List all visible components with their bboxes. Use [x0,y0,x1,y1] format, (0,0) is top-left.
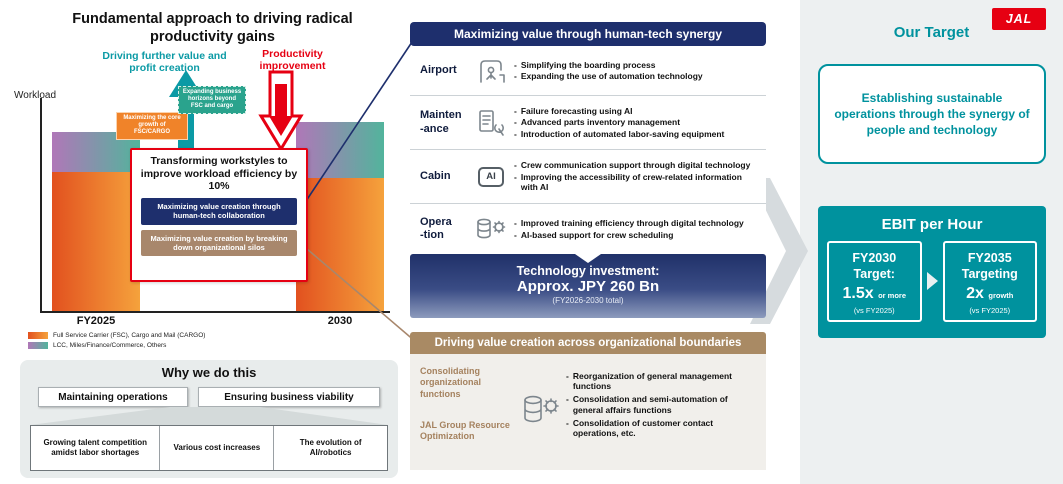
bullet: Improved training efficiency through dig… [514,218,758,228]
workstyle-callout: Transforming workstyles to improve workl… [130,148,308,282]
ebit-panel: EBIT per Hour FY2030 Target: 1.5x or mor… [818,206,1046,338]
investment-amount: Approx. JPY 260 Bn [516,278,660,295]
fy2035-suffix: growth [988,290,1014,300]
row-operation: Opera -tion Improved training efficiency… [410,204,766,254]
bullet: Consolidation of customer contact operat… [566,418,760,438]
bar-fy2025-fsc [52,172,140,311]
legend-swatch-lcc [28,342,48,349]
maintenance-icon [468,108,514,138]
bar-2030-lcc [296,122,384,178]
bar-2030-fsc [296,178,384,311]
driver-talent-competition: Growing talent competition amidst labor … [31,426,161,470]
bullet: Expanding the use of automation technolo… [514,71,758,81]
x-axis [40,311,390,313]
synergy-rows: Airport Simplifying the boarding process… [410,46,766,254]
cabin-ai-icon: AI [468,166,514,187]
driver-cost-increases: Various cost increases [160,426,275,470]
target-statement-box: Establishing sustainable operations thro… [818,64,1046,164]
bullet: Introduction of automated labor-saving e… [514,129,758,139]
row-maintenance: Mainten -ance Failure forecasting using … [410,96,766,150]
fy2030-multiplier: 1.5x [842,284,874,302]
up-arrow-label: Driving further value and profit creatio… [102,50,227,75]
row-label-airport: Airport [420,63,457,76]
row-label-cabin: Cabin [420,169,451,182]
productivity-down-arrow-icon [258,70,304,152]
synergy-header: Maximizing value through human-tech syne… [410,22,766,46]
bullet: AI-based support for crew scheduling [514,230,758,240]
bullet: Crew communication support through digit… [514,160,758,170]
org-bullets: Reorganization of general management fun… [566,368,760,441]
fsc-growth-tag: Maximizing the core growth of FSC/CARGO [116,112,188,140]
ebit-title: EBIT per Hour [881,216,983,233]
fy2035-target-box: FY2035 Targeting 2x growth (vs FY2025) [942,241,1037,322]
row-airport: Airport Simplifying the boarding process… [410,46,766,96]
x-label-fy2025: FY2025 [76,315,116,327]
x-label-2030: 2030 [327,315,353,327]
row-cabin: Cabin AI Crew communication support thro… [410,150,766,204]
org-label-resource-optimization: JAL Group Resource Optimization [420,420,510,442]
fy2030-target-box: FY2030 Target: 1.5x or more (vs FY2025) [827,241,922,322]
fy2030-baseline-note: (vs FY2025) [853,305,895,315]
tag-maintaining-operations: Maintaining operations [38,387,188,407]
bullet: Failure forecasting using AI [514,106,758,116]
why-funnel-shape [30,407,388,425]
our-target-title: Our Target [893,24,970,41]
y-axis [40,98,42,313]
why-panel: Why we do this Maintaining operations En… [20,360,398,478]
callout-title: Transforming workstyles to improve workl… [140,155,298,193]
bullet: Improving the accessibility of crew-rela… [514,172,758,192]
human-tech-collab-box: Maximizing value creation through human-… [141,197,297,225]
bullet: Consolidation and semi-automation of gen… [566,394,760,414]
banner-notch [575,254,601,263]
why-driver-boxes: Growing talent competition amidst labor … [30,425,388,471]
airport-icon [468,56,514,86]
target-statement-text: Establishing sustainable operations thro… [834,90,1030,138]
investment-period: (FY2026-2030 total) [552,296,624,305]
tag-business-viability: Ensuring business viability [198,387,380,407]
legend-label-lcc: LCC, Miles/Finance/Commerce, Others [53,342,167,349]
break-silos-box: Maximizing value creation by breaking do… [141,229,297,257]
fy2030-target-word: Target: [853,267,895,282]
row-label-maintenance: Mainten -ance [420,109,462,135]
ebit-targets-row: FY2030 Target: 1.5x or more (vs FY2025) … [818,241,1046,322]
right-arrow-icon [926,272,938,291]
fy2035-label: FY2035 [967,251,1012,265]
down-arrow-label: Productivity improvement [259,48,326,73]
fy2030-suffix: or more [878,290,907,300]
operation-icon [468,214,514,244]
ai-chip-text: AI [486,171,496,182]
expanding-horizons-tag: Expanding business horizons beyond FSC a… [178,86,246,114]
bullet: Simplifying the boarding process [514,60,758,70]
driver-ai-robotics: The evolution of AI/robotics [299,438,362,457]
bullet: Advanced parts inventory management [514,117,758,127]
org-optimization-icon [520,386,560,441]
y-axis-label: Workload [14,90,57,101]
fy2035-targeting-word: Targeting [961,267,1018,282]
org-header: Driving value creation across organizati… [410,332,766,354]
legend-label-fsc: Full Service Carrier (FSC), Cargo and Ma… [53,332,206,339]
investment-banner: Technology investment: Approx. JPY 260 B… [410,254,766,318]
fy2035-baseline-note: (vs FY2025) [969,305,1011,315]
jal-logo: JAL [992,8,1046,30]
fy2035-multiplier: 2x [966,284,984,302]
legend-swatch-fsc [28,332,48,339]
row-label-operation: Opera -tion [420,215,452,241]
org-body: Consolidating organizational functions J… [410,354,766,470]
flow-chevron-icon [750,178,808,324]
bullet: Reorganization of general management fun… [566,371,760,391]
investment-line1: Technology investment: [516,264,660,278]
org-label-consolidating: Consolidating organizational functions [420,366,482,399]
fy2030-label: FY2030 [852,251,897,265]
slide-title: Fundamental approach to driving radical … [72,11,353,46]
why-title: Why we do this [161,365,257,380]
